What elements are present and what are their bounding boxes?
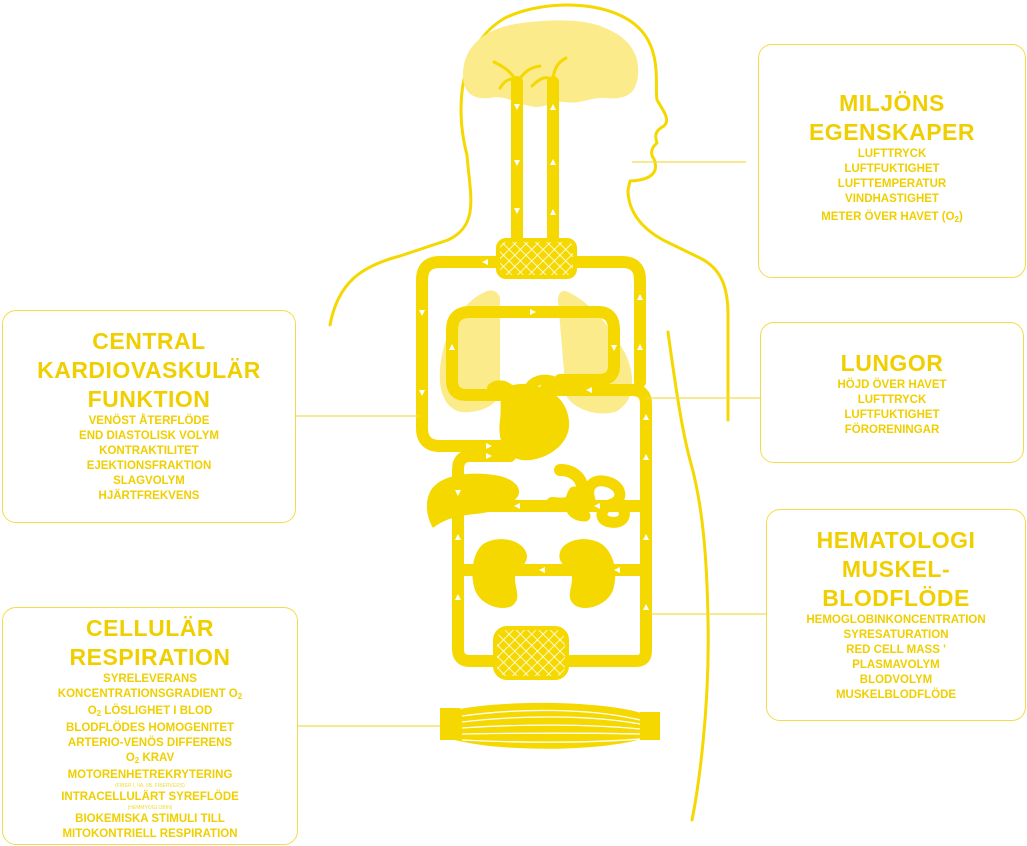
- central-cardio-box: CENTRAL KARDIOVASKULÄR FUNKTION VENÖST Å…: [2, 310, 296, 523]
- lungs-title: LUNGOR: [840, 350, 944, 376]
- hematology-item: BLODVOLYM: [859, 674, 933, 686]
- brain-icon: [463, 20, 639, 107]
- kidney-icon: [472, 539, 616, 609]
- stomach-icon: [546, 464, 589, 510]
- flow-arrows: [419, 104, 649, 610]
- central-cardio-item: SLAGVOLYM: [113, 475, 185, 487]
- central-cardio-item: END DIASTOLISK VOLYM: [79, 430, 219, 442]
- cellular-item: SYRELEVERANS: [103, 673, 197, 685]
- central-cardio-title: CENTRAL KARDIOVASKULÄR FUNKTION: [37, 328, 261, 412]
- cellular-respiration-title: CELLULÄR RESPIRATION: [69, 615, 231, 670]
- heart-icon: [499, 383, 570, 461]
- cellular-item: ARTERIO-VENÖS DIFFERENS: [67, 737, 233, 749]
- cellular-respiration-box: CELLULÄR RESPIRATION SYRELEVERANS KONCEN…: [2, 607, 298, 845]
- cellular-item: KONCENTRATIONSGRADIENT O2: [57, 688, 243, 701]
- muscle-icon: [440, 702, 660, 749]
- hematology-item: RED CELL MASS ': [846, 644, 946, 656]
- central-cardio-item: VENÖST ÅTERFLÖDE: [88, 415, 210, 427]
- environment-item-altitude: METER ÖVER HAVET (O2): [821, 211, 963, 224]
- upper-capillary-mesh: [496, 238, 577, 279]
- environment-box: MILJÖNS EGENSKAPER LUFTTRYCK LUFTFUKTIGH…: [758, 44, 1026, 278]
- hematology-item: MUSKELBLODFLÖDE: [835, 689, 957, 701]
- connector-lines: [296, 161, 766, 727]
- intestine-icon: [565, 475, 630, 528]
- central-cardio-item: EJEKTIONSFRAKTION: [86, 460, 212, 472]
- hematology-title: HEMATOLOGI MUSKEL- BLODFLÖDE: [816, 527, 976, 611]
- lungs-item: HÖJD ÖVER HAVET: [837, 379, 947, 391]
- environment-item: LUFTFUKTIGHET: [844, 163, 940, 175]
- lungs-item: LUFTFUKTIGHET: [844, 409, 940, 421]
- hematology-item: HEMOGLOBINKONCENTRATION: [806, 614, 986, 626]
- cellular-item: BLODFLÖDES HOMOGENITET: [65, 722, 235, 734]
- cellular-item: MOTORENHETREKRYTERING: [67, 769, 233, 781]
- environment-item: VINDHASTIGHET: [845, 193, 939, 205]
- hematology-item: SYRESATURATION: [843, 629, 949, 641]
- cellular-item-note: (HEMMYOGLOBIN): [127, 805, 173, 811]
- cellular-item: INTRACELLULÄRT SYREFLÖDE: [61, 791, 239, 803]
- hematology-item: PLASMAVOLYM: [852, 659, 940, 671]
- environment-item: LUFTTEMPERATUR: [837, 178, 947, 190]
- cellular-item-note: (FIBER I, IIA, IIB, FIBERVERS): [115, 783, 185, 789]
- cellular-item: O2 LÖSLIGHET I BLOD: [87, 705, 213, 718]
- environment-title: MILJÖNS EGENSKAPER: [808, 90, 976, 145]
- environment-item: LUFTTRYCK: [857, 148, 927, 160]
- lungs-item: FÖRORENINGAR: [844, 424, 940, 436]
- cellular-item: O2 KRAV: [125, 752, 175, 765]
- lungs-box: LUNGOR HÖJD ÖVER HAVET LUFTTRYCK LUFTFUK…: [760, 322, 1024, 463]
- hematology-box: HEMATOLOGI MUSKEL- BLODFLÖDE HEMOGLOBINK…: [766, 509, 1026, 721]
- body-outline: [328, 3, 730, 822]
- central-cardio-item: KONTRAKTILITET: [99, 445, 199, 457]
- cellular-item: MITOKONTRIELL RESPIRATION: [62, 828, 238, 840]
- lower-capillary-mesh: [493, 626, 569, 680]
- liver-icon: [426, 473, 520, 528]
- central-cardio-item: HJÄRTFREKVENS: [98, 490, 200, 502]
- brain-vessels: [492, 56, 568, 90]
- cellular-item: BIOKEMISKA STIMULI TILL: [75, 813, 225, 825]
- lungs-item: LUFTTRYCK: [857, 394, 927, 406]
